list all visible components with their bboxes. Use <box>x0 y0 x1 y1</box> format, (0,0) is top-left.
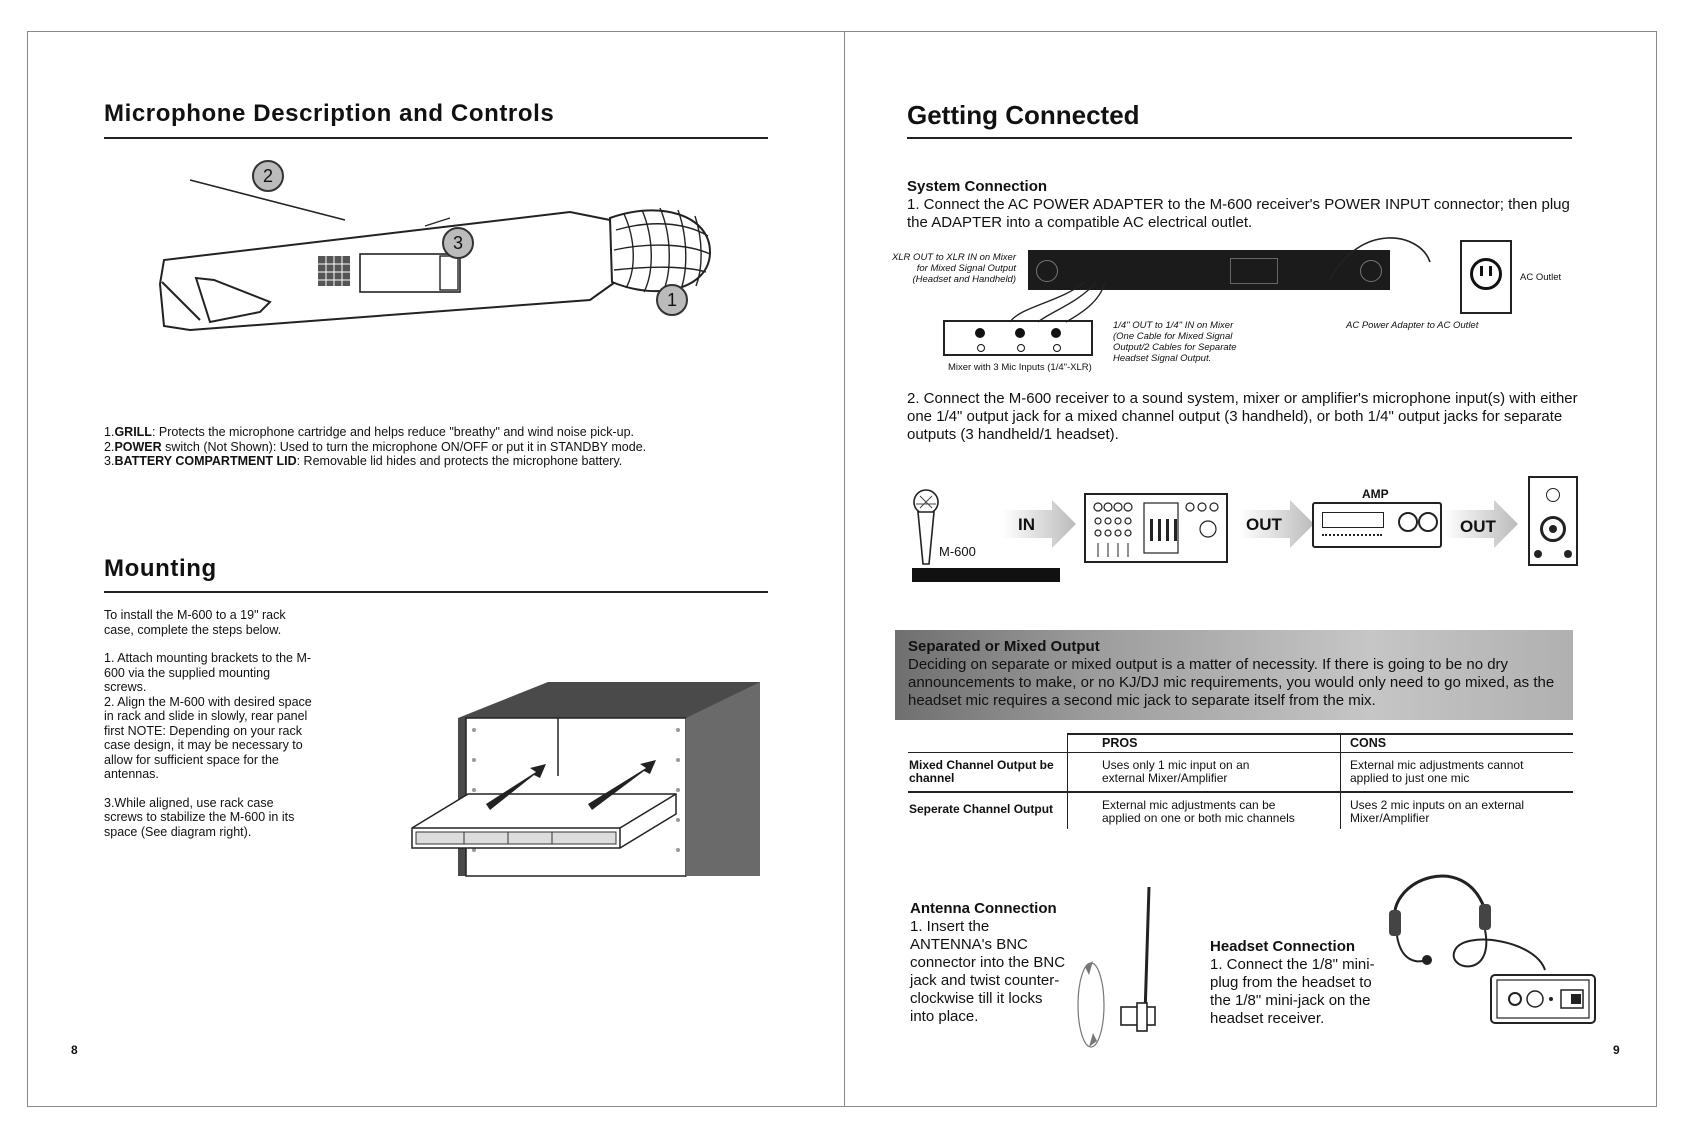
table-row-label: Seperate Channel Output <box>909 802 1054 816</box>
table-cell-pros: External mic adjustments can be applied … <box>1102 798 1295 825</box>
title-rule <box>907 137 1572 139</box>
control-num: 1. <box>104 425 115 439</box>
control-name: BATTERY COMPARTMENT LID <box>114 454 297 468</box>
page-title: Microphone Description and Controls <box>104 100 555 127</box>
title-rule <box>104 137 768 139</box>
section-title-mounting: Mounting <box>104 555 217 582</box>
table-top-rule <box>1067 733 1573 735</box>
adapter-label: AC Power Adapter to AC Outlet <box>1346 320 1479 331</box>
controls-list: 1.GRILL: Protects the microphone cartrid… <box>104 425 784 469</box>
mounting-rule <box>104 591 768 593</box>
arrow-out-icon <box>1240 500 1314 548</box>
manual-spread <box>27 31 1657 1107</box>
mixer-illustration <box>1084 493 1228 563</box>
control-name: GRILL <box>114 425 152 439</box>
headset-title: Headset Connection <box>1210 938 1356 955</box>
handheld-mic-icon <box>913 489 939 565</box>
control-text: switch (Not Shown): Used to turn the mic… <box>161 439 647 454</box>
control-num: 3. <box>104 454 115 468</box>
antenna-text: 1. Insert the ANTENNA's BNC connector in… <box>910 918 1066 1025</box>
control-text: : Protects the microphone cartridge and … <box>151 425 634 439</box>
rack-illustration <box>411 682 760 877</box>
page-title: Getting Connected <box>907 100 1140 130</box>
receiver-small <box>912 568 1060 582</box>
mounting-step: 3.While aligned, use rack case screws to… <box>104 795 295 839</box>
control-item: 2.POWER switch (Not Shown): Used to turn… <box>104 440 784 455</box>
table-row-label: Mixed Channel Output be channel <box>909 758 1054 785</box>
separated-text: Deciding on separate or mixed output is … <box>908 656 1555 709</box>
table-col-rule-1 <box>1067 733 1068 829</box>
table-header-cons: CONS <box>1350 736 1387 750</box>
mounting-intro: To install the M-600 to a 19" rack case,… <box>104 608 286 637</box>
mic-label: M-600 <box>939 544 976 559</box>
table-col-rule-2 <box>1340 733 1341 829</box>
connection-cables <box>1009 237 1431 323</box>
callout-3: 3 <box>442 227 474 259</box>
amplifier-illustration <box>1312 502 1442 548</box>
microphone-illustration <box>158 179 712 332</box>
separated-output-panel <box>895 630 1573 720</box>
receiver-unit <box>1028 250 1390 290</box>
control-num: 2. <box>104 439 115 454</box>
out-label-2: OUT <box>1460 517 1496 536</box>
table-cell-cons: External mic adjustments cannot applied … <box>1350 758 1524 785</box>
antenna-title: Antenna Connection <box>910 900 1057 917</box>
amp-label: AMP <box>1362 487 1389 501</box>
table-cell-pros: Uses only 1 mic input on an external Mix… <box>1102 758 1250 785</box>
table-cell-cons: Uses 2 mic inputs on an external Mixer/A… <box>1350 798 1525 825</box>
arrow-in-icon <box>1002 500 1076 548</box>
arrow-out-2-icon <box>1444 500 1518 548</box>
out-label: OUT <box>1246 515 1282 534</box>
speaker-icon <box>1528 476 1578 566</box>
step-1-text: 1. Connect the AC POWER ADAPTER to the M… <box>907 196 1570 231</box>
page-number-right: 9 <box>1613 1043 1620 1057</box>
section-title-system: System Connection <box>907 178 1048 195</box>
outlet-label: AC Outlet <box>1520 272 1562 283</box>
mounting-step: 1. Attach mounting brackets to the M-600… <box>104 651 312 694</box>
antenna-icon <box>1077 886 1156 1048</box>
callout-2: 2 <box>252 160 284 192</box>
page-divider <box>844 31 845 1107</box>
mixer-label: Mixer with 3 Mic Inputs (1/4"-XLR) <box>948 362 1092 373</box>
step-2-text: 2. Connect the M-600 receiver to a sound… <box>907 390 1578 443</box>
headset-icon <box>1389 874 1596 1024</box>
page-number-left: 8 <box>71 1043 78 1057</box>
separated-title: Separated or Mixed Output <box>908 638 1100 655</box>
mixer-box <box>943 320 1093 356</box>
mounting-step: 2. Align the M-600 with desired space in… <box>104 694 312 782</box>
in-label: IN <box>1018 515 1035 534</box>
table-header-pros: PROS <box>1102 736 1138 750</box>
control-item: 1.GRILL: Protects the microphone cartrid… <box>104 425 784 440</box>
headset-text: 1. Connect the 1/8" mini-plug from the h… <box>1210 956 1375 1027</box>
xlr-label: XLR OUT to XLR IN on Mixer for Mixed Sig… <box>891 252 1016 285</box>
mounting-instructions: To install the M-600 to a 19" rack case,… <box>104 608 314 839</box>
control-name: POWER <box>114 439 162 454</box>
quarter-inch-label: 1/4" OUT to 1/4" IN on Mixer (One Cable … <box>1113 320 1237 364</box>
table-header-rule <box>908 752 1573 753</box>
control-text: : Removable lid hides and protects the m… <box>296 454 623 468</box>
ac-outlet-icon <box>1460 240 1512 314</box>
table-mid-rule <box>908 791 1573 793</box>
control-item: 3.BATTERY COMPARTMENT LID: Removable lid… <box>104 454 784 469</box>
callout-1: 1 <box>656 284 688 316</box>
